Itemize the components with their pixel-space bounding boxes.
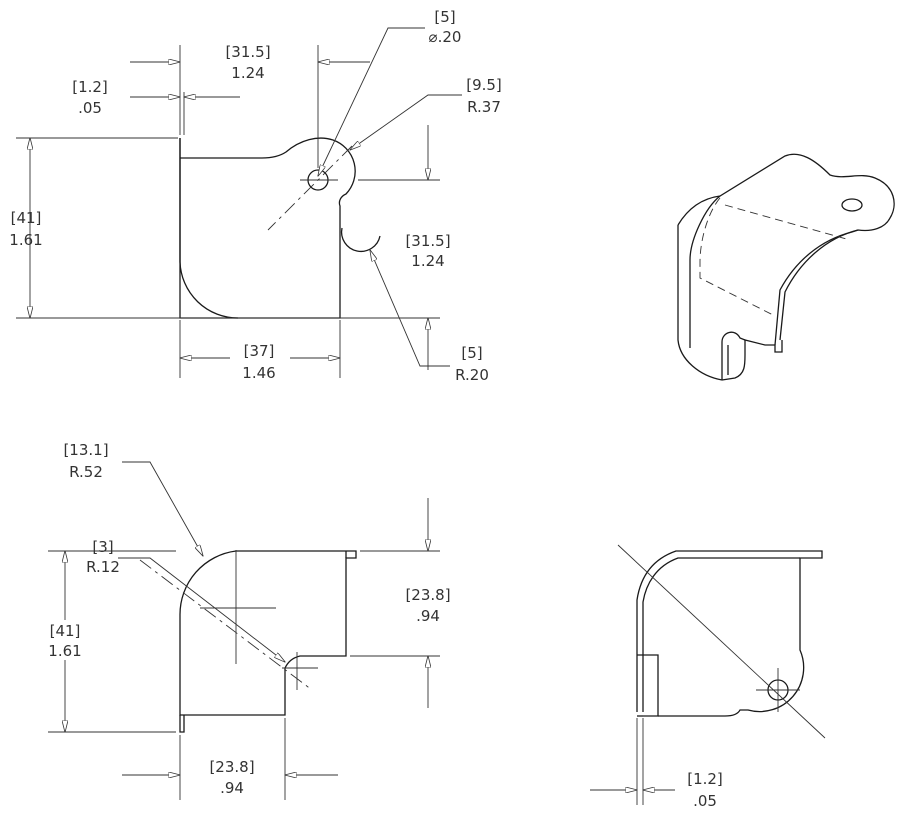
hole-dia-imperial: ⌀.20 bbox=[429, 28, 462, 46]
front-view: [31.5] 1.24 [1.2] .05 [5] ⌀.20 [9.5] R.3… bbox=[9, 8, 501, 384]
inner-radius-metric: [3] bbox=[92, 538, 113, 556]
inner-radius-imperial: R.12 bbox=[86, 558, 120, 576]
side-view-outline bbox=[636, 550, 823, 717]
outer-radius-imperial: R.52 bbox=[69, 463, 103, 481]
top-height-imperial: 1.61 bbox=[48, 642, 81, 660]
height-imperial: 1.61 bbox=[9, 231, 42, 249]
thickness-imperial: .05 bbox=[78, 99, 102, 117]
height-metric: [41] bbox=[11, 209, 42, 227]
notch-radius-imperial: R.20 bbox=[455, 366, 489, 384]
bottom-width-metric: [37] bbox=[244, 342, 275, 360]
outer-radius-metric: [13.1] bbox=[63, 441, 108, 459]
ear-radius-metric: [9.5] bbox=[466, 76, 502, 94]
top-bottom-width-metric: [23.8] bbox=[209, 758, 254, 776]
top-bottom-width-imperial: .94 bbox=[220, 779, 244, 797]
thickness-metric: [1.2] bbox=[72, 78, 108, 96]
notch-radius-metric: [5] bbox=[461, 344, 482, 362]
top-width-imperial: 1.24 bbox=[231, 64, 264, 82]
ear-height-imperial: 1.24 bbox=[411, 252, 444, 270]
top-view: [13.1] R.52 [3] R.12 [41] 1.61 [23.8] .9… bbox=[48, 441, 451, 800]
iso-top-face bbox=[677, 153, 895, 233]
top-view-outline bbox=[179, 550, 357, 716]
iso-hole bbox=[841, 198, 863, 212]
bottom-width-imperial: 1.46 bbox=[242, 364, 275, 382]
isometric-view bbox=[677, 153, 895, 381]
front-notch bbox=[340, 227, 381, 253]
top-width-metric: [31.5] bbox=[225, 43, 270, 61]
ear-height-metric: [31.5] bbox=[405, 232, 450, 250]
side-thickness-metric: [1.2] bbox=[687, 770, 723, 788]
front-view-outline bbox=[179, 137, 356, 319]
hole-dia-metric: [5] bbox=[434, 8, 455, 26]
top-height-metric: [41] bbox=[50, 622, 81, 640]
side-view: [1.2] .05 bbox=[590, 544, 826, 810]
side-thickness-imperial: .05 bbox=[693, 792, 717, 810]
right-height-metric: [23.8] bbox=[405, 586, 450, 604]
ear-radius-imperial: R.37 bbox=[467, 98, 501, 116]
right-height-imperial: .94 bbox=[416, 607, 440, 625]
